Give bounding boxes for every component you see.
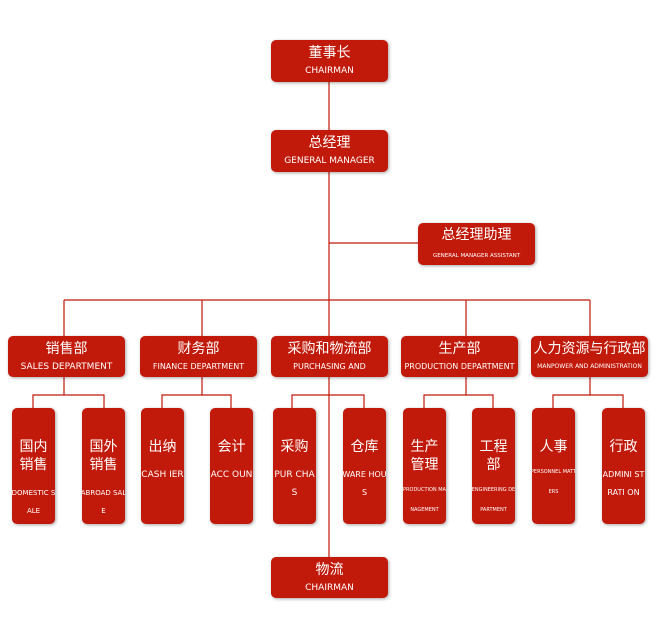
node-general-manager: 总经理 GENERAL MANAGER [271, 130, 388, 172]
node-chairman-cn: 董事长 [308, 45, 351, 61]
node-production-department: 生产部 PRODUCTION DEPARTMENT [401, 336, 518, 377]
node-warehouse: 仓库 WARE HOUS [343, 408, 386, 524]
node-domestic-sales: 国内销售 DOMESTIC SALE [12, 408, 55, 524]
node-production-department-cn: 生产部 [438, 340, 481, 357]
node-purchasing-logistics-cn: 采购和物流部 [287, 340, 372, 357]
node-gm-assistant: 总经理助理 GENERAL MANAGER ASSISTANT [418, 223, 535, 265]
node-abroad-sales: 国外销售 ABROAD SALE [82, 408, 125, 524]
connector-purchasing-subs [291, 394, 365, 408]
node-hr-admin-department-en: MANPOWER AND ADMINISTRATION [537, 362, 642, 370]
connector-production-subs [423, 394, 494, 408]
node-accounting: 会计 ACC OUN [210, 408, 253, 524]
node-engineering: 工程部 ENGINEERING DEPARTMENT [472, 408, 515, 524]
node-chairman: 董事长 CHAIRMAN [271, 40, 388, 82]
node-engineering-cn: 工程部 [479, 439, 508, 473]
connector-finance-subs [161, 394, 232, 408]
node-general-manager-en: GENERAL MANAGER [284, 156, 375, 166]
node-chairman-en: CHAIRMAN [305, 66, 354, 76]
node-cashier-cn: 出纳 [148, 439, 177, 455]
node-finance-department: 财务部 FINANCE DEPARTMENT [140, 336, 257, 377]
node-warehouse-en: WARE HOUS [343, 470, 386, 497]
node-production-management: 生产管理 PRODUCTION MANAGEMENT [403, 408, 446, 524]
node-purchase-cn: 采购 [280, 439, 309, 455]
node-administration-cn: 行政 [609, 439, 638, 455]
node-personnel-cn: 人事 [539, 439, 568, 455]
node-logistics-en: CHAIRMAN [305, 582, 354, 593]
node-accounting-en: ACC OUN [210, 470, 253, 480]
node-domestic-sales-en: DOMESTIC SALE [12, 489, 55, 515]
node-sales-department-cn: 销售部 [45, 340, 88, 357]
node-purchase: 采购 PUR CHAS [273, 408, 316, 524]
node-purchase-en: PUR CHAS [274, 470, 315, 498]
node-general-manager-cn: 总经理 [308, 135, 351, 151]
node-abroad-sales-cn: 国外销售 [89, 439, 118, 473]
node-warehouse-cn: 仓库 [350, 439, 379, 455]
node-gm-assistant-en: GENERAL MANAGER ASSISTANT [432, 252, 521, 259]
node-sales-department: 销售部 SALES DEPARTMENT [8, 336, 125, 377]
node-accounting-cn: 会计 [217, 439, 246, 455]
node-gm-assistant-cn: 总经理助理 [441, 226, 512, 243]
node-hr-admin-department-cn: 人力资源与行政部 [533, 340, 646, 357]
node-engineering-en: ENGINEERING DEPARTMENT [472, 487, 515, 513]
node-finance-department-en: FINANCE DEPARTMENT [152, 361, 245, 371]
node-administration: 行政 ADMINI STRATI ON [602, 408, 645, 524]
node-production-management-cn: 生产管理 [410, 439, 439, 473]
node-abroad-sales-en: ABROAD SALE [82, 489, 125, 515]
connector-hr-subs [552, 394, 624, 408]
node-domestic-sales-cn: 国内销售 [19, 439, 48, 473]
node-production-management-en: PRODUCTION MANAGEMENT [403, 487, 446, 513]
connector-sales-subs [32, 394, 105, 408]
node-administration-en: ADMINI STRATI ON [602, 470, 645, 497]
node-logistics-cn: 物流 [315, 561, 344, 578]
node-finance-department-cn: 财务部 [177, 340, 220, 357]
node-hr-admin-department: 人力资源与行政部 MANPOWER AND ADMINISTRATION [531, 336, 648, 377]
node-personnel: 人事 PERSONNEL MATTERS [532, 408, 575, 524]
node-purchasing-logistics: 采购和物流部 PURCHASING AND [271, 336, 388, 377]
node-sales-department-en: SALES DEPARTMENT [20, 361, 113, 372]
node-logistics: 物流 CHAIRMAN [271, 557, 388, 598]
node-personnel-en: PERSONNEL MATTERS [532, 469, 575, 495]
node-purchasing-logistics-en: PURCHASING AND [293, 361, 366, 371]
node-cashier-en: CASH IER [141, 470, 184, 480]
node-cashier: 出纳 CASH IER [141, 408, 184, 524]
node-production-department-en: PRODUCTION DEPARTMENT [404, 361, 515, 371]
